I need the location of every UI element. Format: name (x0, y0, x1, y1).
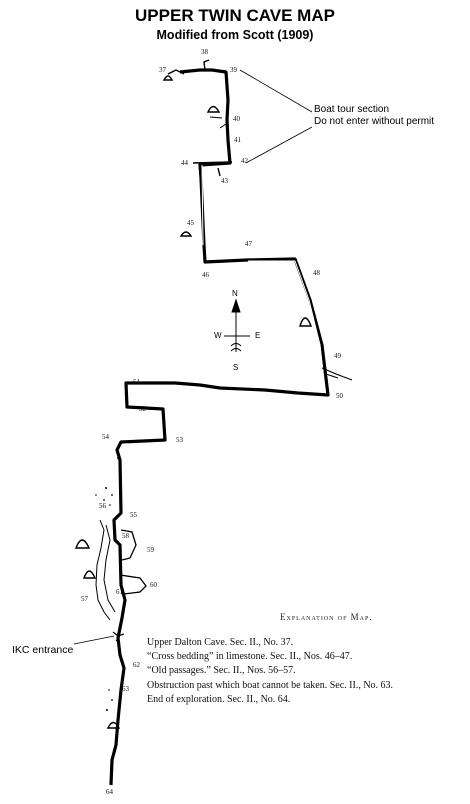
legend-item: “Old passages.” Sec. II., Nos. 56–57. (147, 665, 296, 677)
compass-north: N (232, 289, 238, 298)
station-56: 56 (99, 502, 106, 510)
station-63: 63 (122, 685, 129, 693)
boat-tour-note: Boat tour section Do not enter without p… (314, 104, 434, 128)
map-subtitle: Modified from Scott (1909) (156, 28, 314, 42)
old-passage-2 (103, 524, 116, 613)
cave-passage-inner (201, 164, 326, 394)
crossbar-42 (192, 161, 233, 177)
station-52: 52 (139, 405, 146, 413)
station-58: 58 (122, 532, 129, 540)
station-44: 44 (181, 159, 188, 167)
station-61: 61 (116, 588, 123, 596)
passage-loop-58 (120, 529, 137, 561)
station-39: 39 (230, 66, 237, 74)
station-53: 53 (176, 436, 183, 444)
compass-west: W (214, 331, 222, 340)
station-59: 59 (147, 546, 154, 554)
station-41: 41 (234, 136, 241, 144)
legend-item: End of exploration. Sec. II., No. 64. (147, 693, 291, 705)
legend-item: Upper Dalton Cave. Sec. II., No. 37. (147, 637, 294, 648)
compass-south: S (233, 363, 239, 372)
station-57: 57 (81, 595, 88, 603)
station-46: 46 (202, 271, 209, 279)
passage-loop-60 (119, 574, 147, 595)
leader-line-lower (245, 126, 313, 164)
ikc-entrance-label: IKC entrance (12, 644, 74, 656)
ikc-entrance-marker (112, 631, 125, 644)
station-42: 42 (241, 157, 248, 165)
station-54: 54 (102, 433, 109, 441)
station-43: 43 (221, 177, 228, 185)
compass-rose (224, 298, 250, 352)
boat-tour-line-2: Do not enter without permit (314, 116, 435, 127)
station-49: 49 (334, 352, 341, 360)
station-40: 40 (233, 115, 240, 123)
station-64: 64 (106, 788, 113, 796)
station-37: 37 (159, 66, 166, 74)
map-title: UPPER TWIN CAVE MAP (135, 6, 335, 25)
legend-list: Upper Dalton Cave. Sec. II., No. 37. “Cr… (147, 636, 393, 707)
station-45: 45 (187, 219, 194, 227)
pillar-symbols (74, 75, 313, 729)
compass-east: E (255, 331, 261, 340)
leader-line-upper (239, 69, 313, 113)
legend-item: “Cross bedding” in limestone. Sec. II., … (147, 651, 353, 663)
station-55: 55 (130, 511, 137, 519)
station-48: 48 (313, 269, 320, 277)
station-62: 62 (133, 661, 140, 669)
station-60: 60 (150, 581, 157, 589)
station-51: 51 (133, 378, 140, 386)
rubble-dots (95, 457, 119, 711)
legend-title: Explanation of Map. (280, 612, 373, 622)
station-50: 50 (336, 392, 343, 400)
leader-line-ikc (73, 635, 115, 645)
station-47: 47 (245, 240, 252, 248)
station-38: 38 (201, 48, 208, 56)
old-passage (95, 519, 111, 621)
side-passage-49 (321, 367, 353, 381)
side-branch-40 (209, 116, 227, 129)
legend-item: Obstruction past which boat cannot be ta… (147, 679, 394, 691)
entrance-hook (167, 59, 210, 75)
cave-passage (109, 68, 330, 786)
boat-tour-line-1: Boat tour section (314, 104, 390, 115)
